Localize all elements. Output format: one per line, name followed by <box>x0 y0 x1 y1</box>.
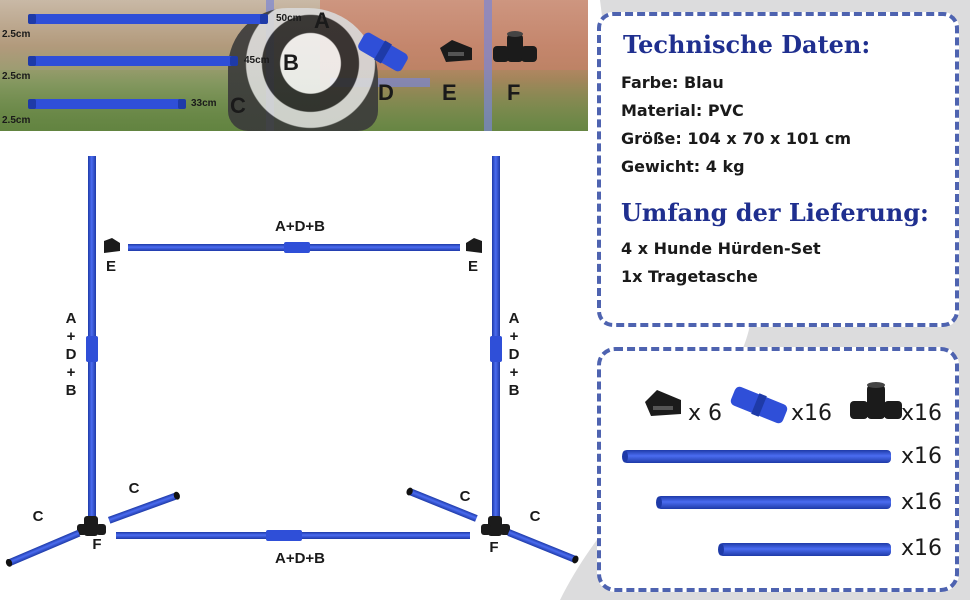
parts-overlay <box>28 14 537 109</box>
clip-icon <box>645 390 681 416</box>
left-side-line-1: A <box>65 310 77 327</box>
right-joint-icon <box>481 516 510 536</box>
left-side-label: A + D + B <box>62 310 80 400</box>
right-side-line-1: A <box>508 310 520 327</box>
connector-d-letter: D <box>378 80 394 105</box>
left-joint-label: F <box>92 536 102 553</box>
bottom-bar-label: A+D+B <box>274 550 326 567</box>
contents-icons <box>622 382 902 556</box>
tube-b-length: 45cm <box>244 55 270 66</box>
package-contents-box: x 6 x16 x16 x16 x16 x16 <box>597 347 959 592</box>
foot-right-inner <box>406 487 478 522</box>
foot-left-inner <box>107 491 180 524</box>
left-side-line-5: B <box>65 382 77 399</box>
bottom-bar <box>116 530 470 541</box>
diameter-label-c: 2.5cm <box>2 115 31 126</box>
tube-b <box>28 56 238 66</box>
clip-e-icon <box>440 40 472 62</box>
mid-tube-icon <box>656 496 891 509</box>
material-line: Material: PVC <box>621 101 744 120</box>
tube-c <box>28 99 186 109</box>
connector-d-icon <box>358 32 408 72</box>
short-tube-icon <box>718 543 891 556</box>
foot-left-inner-label: C <box>128 480 140 497</box>
short-tube-qty: x16 <box>901 536 943 561</box>
foot-left-outer-label: C <box>32 508 44 525</box>
left-upright <box>86 156 98 522</box>
left-clip-label: E <box>105 258 116 275</box>
connector-qty: x16 <box>791 401 833 426</box>
tube-c-letter: C <box>230 93 246 118</box>
tube-a <box>28 14 268 24</box>
right-clip-label: E <box>467 258 478 275</box>
foot-left-outer <box>5 529 81 567</box>
mid-tube-qty: x16 <box>901 490 943 515</box>
right-side-label: A + D + B <box>505 310 523 400</box>
size-line: Größe: 104 x 70 x 101 cm <box>621 129 852 148</box>
clip-e-letter: E <box>442 80 457 105</box>
right-side-line-5: B <box>508 382 520 399</box>
top-bar-label: A+D+B <box>274 218 326 235</box>
tube-a-length: 50cm <box>276 13 302 24</box>
foot-right-inner-label: C <box>459 488 471 505</box>
tube-c-length: 33cm <box>191 98 217 109</box>
right-joint-label: F <box>489 539 499 556</box>
joint-icon <box>850 382 902 419</box>
left-side-line-3: D <box>65 346 77 363</box>
weight-line: Gewicht: 4 kg <box>621 157 745 176</box>
left-side-line-2: + <box>66 328 76 345</box>
tube-a-letter: A <box>314 8 330 33</box>
joint-qty: x16 <box>901 401 943 426</box>
right-upright <box>490 156 502 522</box>
connector-icon <box>730 386 788 424</box>
color-line: Farbe: Blau <box>621 73 724 92</box>
joint-f-letter: F <box>507 80 521 105</box>
delivery-item-2: 1x Tragetasche <box>621 267 758 286</box>
product-photo <box>0 0 588 131</box>
right-side-line-3: D <box>508 346 520 363</box>
diameter-label-a: 2.5cm <box>2 29 31 40</box>
right-side-line-2: + <box>509 328 519 345</box>
joint-f-icon <box>493 31 537 62</box>
delivery-item-1: 4 x Hunde Hürden-Set <box>621 239 821 258</box>
foot-right-outer <box>507 529 579 564</box>
tube-b-letter: B <box>283 50 299 75</box>
clip-qty: x 6 <box>688 401 723 426</box>
left-joint-icon <box>77 516 106 536</box>
left-side-line-4: + <box>66 364 76 381</box>
long-tube-qty: x16 <box>901 444 943 469</box>
delivery-title: Umfang der Lieferung: <box>621 198 929 227</box>
right-clip-icon <box>466 238 482 253</box>
assembly-diagram <box>5 156 579 567</box>
technical-data-box: Technische Daten: Farbe: Blau Material: … <box>597 12 959 327</box>
top-bar <box>128 242 460 253</box>
dog-image <box>228 8 378 131</box>
technical-title: Technische Daten: <box>623 30 871 59</box>
long-tube-icon <box>622 450 891 463</box>
right-side-line-4: + <box>509 364 519 381</box>
left-clip-icon <box>104 238 120 253</box>
diameter-label-b: 2.5cm <box>2 71 31 82</box>
foot-right-outer-label: C <box>529 508 541 525</box>
